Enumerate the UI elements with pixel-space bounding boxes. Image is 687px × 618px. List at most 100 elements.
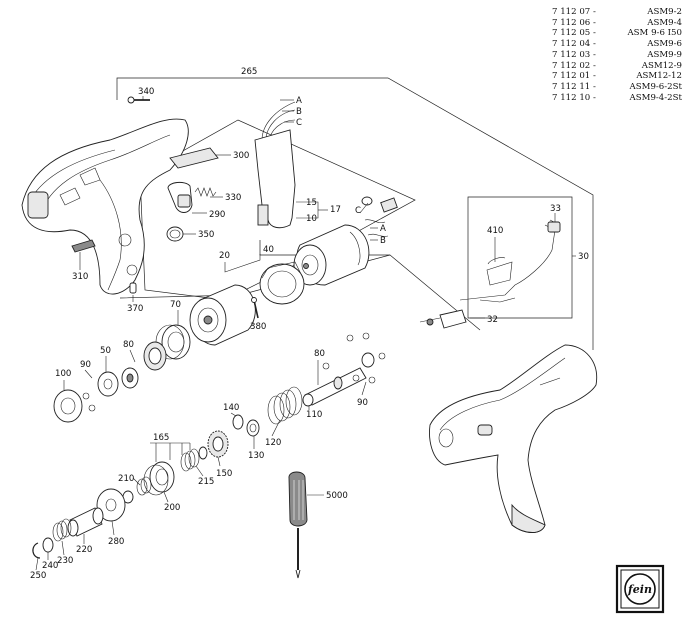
model-name: ASM12-9: [641, 60, 682, 71]
part-330-spring: [194, 187, 217, 197]
model-row: 7 112 02 -ASM12-9: [552, 61, 682, 72]
callout-280: 280: [108, 537, 124, 547]
callout-210: 210: [118, 474, 134, 484]
callout-130: 130: [248, 451, 264, 461]
model-part-number: 7 112 05 -: [552, 28, 596, 39]
callout-17: 17: [330, 205, 341, 215]
callout-90a: 90: [80, 360, 91, 370]
callout-240: 240: [42, 561, 58, 571]
callout-33: 33: [550, 204, 561, 214]
model-row: 7 112 10 - ASM9-4-2St: [552, 93, 682, 104]
callout-A2: A: [380, 224, 386, 234]
part-50-disc: [97, 371, 119, 397]
part-140-ring: [232, 414, 244, 430]
model-name: ASM9-6: [647, 39, 682, 50]
model-row: 7 112 05 - ASM 9-6 I50: [552, 28, 682, 39]
callout-310: 310: [72, 272, 88, 282]
part-230-spring: [52, 518, 72, 542]
callout-265: 265: [241, 67, 257, 77]
logo-text: fein: [627, 583, 652, 596]
part-100-planet-carrier: [53, 389, 96, 423]
callout-80b: 80: [314, 349, 325, 359]
part-20-gearbox: [189, 284, 256, 346]
callout-340: 340: [138, 87, 154, 97]
callout-100: 100: [55, 369, 71, 379]
callout-labels: 265 340 A B C 300 330 290 350 310 370 15…: [30, 67, 589, 581]
callout-200: 200: [164, 503, 180, 513]
callout-350: 350: [198, 230, 214, 240]
part-380-screw: [251, 297, 259, 319]
callout-32: 32: [487, 315, 498, 325]
part-30-electronics: [419, 196, 573, 329]
model-row: 7 112 04 -ASM9-6: [552, 39, 682, 50]
part-310-bracket: [71, 239, 96, 253]
model-part-number: 7 112 10 -: [552, 92, 596, 103]
model-name: ASM9-4-2St: [629, 92, 682, 103]
callout-120: 120: [265, 438, 281, 448]
part-350-oring: [166, 226, 184, 242]
model-name: ASM9-4: [647, 17, 682, 28]
callout-10: 10: [306, 214, 317, 224]
part-110-spindle: [302, 332, 386, 407]
model-name: ASM9-2: [647, 7, 682, 17]
model-name: ASM 9-6 I50: [627, 28, 682, 39]
model-part-number: 7 112 01 -: [552, 71, 596, 82]
part-130-washer: [246, 419, 260, 437]
housing-half-shell: [21, 118, 189, 295]
part-300-plate: [169, 147, 219, 169]
callout-5000: 5000: [326, 491, 348, 501]
assembled-housing: [429, 344, 598, 533]
model-part-number: 7 112 03 -: [552, 49, 596, 60]
callout-330: 330: [225, 193, 241, 203]
model-part-number: 7 112 11 -: [552, 81, 596, 92]
callout-40: 40: [263, 245, 274, 255]
callout-250: 250: [30, 571, 46, 581]
model-row: 7 112 03 - ASM9-9: [552, 50, 682, 61]
callout-150: 150: [216, 469, 232, 479]
callout-165: 165: [153, 433, 169, 443]
callout-300: 300: [233, 151, 249, 161]
callout-220: 220: [76, 545, 92, 555]
callout-30: 30: [578, 252, 589, 262]
callout-B2: B: [380, 236, 386, 246]
part-120-spring: [267, 386, 303, 425]
part-240-ring: [42, 537, 54, 553]
callout-90b: 90: [357, 398, 368, 408]
model-name: ASM9-9: [647, 49, 682, 60]
part-switch-wires: [254, 101, 296, 229]
part-290-switch-button: [167, 181, 193, 213]
model-name: ASM9-6-2St: [629, 81, 682, 92]
callout-140: 140: [223, 403, 239, 413]
part-250-circlip: [32, 542, 41, 559]
part-220-sleeve: [67, 507, 104, 537]
callout-20: 20: [219, 251, 230, 261]
leader-lines: [35, 96, 576, 571]
callout-70: 70: [170, 300, 181, 310]
model-part-number: 7 112 06 -: [552, 17, 596, 28]
fein-logo: fein: [615, 564, 665, 614]
part-90-gear: [121, 367, 139, 389]
callout-B1: B: [296, 107, 302, 117]
model-name: ASM12-12: [636, 71, 682, 82]
model-row: 7 112 01 - ASM12-12: [552, 71, 682, 82]
part-370-pin: [129, 282, 137, 294]
part-340-screw: [127, 96, 150, 104]
callout-15: 15: [306, 198, 317, 208]
callout-215: 215: [198, 477, 214, 487]
callout-80a: 80: [123, 340, 134, 350]
model-part-number: 7 112 07 -: [552, 7, 596, 17]
callout-230: 230: [57, 556, 73, 566]
callout-C1: C: [296, 118, 302, 128]
part-150-clutch-gear: [207, 430, 229, 458]
callout-370: 370: [127, 304, 143, 314]
model-row: 7 112 06 - ASM9-4: [552, 18, 682, 29]
callout-110: 110: [306, 410, 322, 420]
callout-290: 290: [209, 210, 225, 220]
part-200-coupling: [143, 461, 175, 496]
part-280-disc: [96, 488, 126, 522]
callout-A1: A: [296, 96, 302, 106]
callout-380: 380: [250, 322, 266, 332]
part-40-ring: [259, 261, 305, 305]
